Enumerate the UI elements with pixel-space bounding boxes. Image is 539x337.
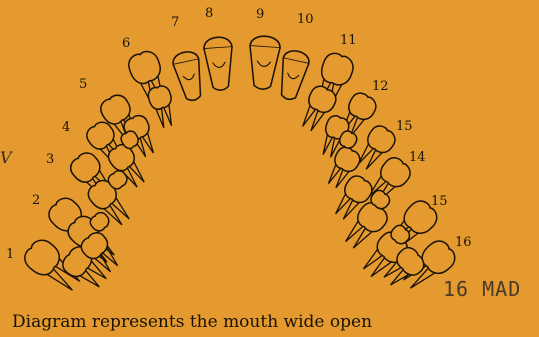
tooth-left-i6 (146, 84, 178, 129)
tooth-number-9: 9 (256, 8, 264, 21)
incisor-left-7 (171, 50, 207, 103)
tooth-crown-right-i13 (331, 144, 363, 175)
tooth-crown-right-16 (417, 236, 459, 278)
tooth-number-10: 10 (297, 13, 314, 26)
incisor-crown-left-8 (203, 36, 232, 49)
tooth-number-5: 5 (79, 78, 87, 91)
tooth-crown-left-6 (126, 48, 165, 86)
incisor-body-left-8 (204, 47, 235, 91)
tooth-number-13: 15 (396, 120, 413, 133)
incisor-crown-right-9 (250, 35, 281, 48)
incisor-body-right-10 (275, 58, 309, 102)
page-stamp: 16 MAD (443, 277, 521, 301)
margin-mark: V (0, 148, 12, 167)
incisor-body-right-9 (247, 46, 280, 90)
tooth-number-12: 12 (372, 80, 389, 93)
tooth-number-6: 6 (122, 37, 130, 50)
tooth-crown-right-12 (345, 90, 380, 124)
tooth-number-11: 11 (340, 34, 357, 47)
tooth-number-4: 4 (62, 121, 70, 134)
incisor-body-left-7 (173, 59, 207, 103)
tooth-number-15: 15 (431, 195, 448, 208)
tooth-number-2: 2 (32, 194, 40, 207)
incisor-right-9 (247, 35, 281, 90)
tooth-crown-right-i14 (341, 172, 376, 207)
teeth-group (20, 35, 460, 298)
tooth-number-14: 14 (409, 151, 426, 164)
tooth-number-1: 1 (6, 248, 14, 261)
tooth-crown-left-1 (20, 235, 65, 280)
tooth-number-3: 3 (46, 153, 54, 166)
incisor-right-10 (275, 49, 311, 102)
tooth-crown-right-13 (364, 122, 399, 157)
tooth-number-8: 8 (205, 7, 213, 20)
tooth-crown-right-11 (318, 50, 357, 88)
tooth-number-7: 7 (171, 16, 179, 29)
tooth-number-16: 16 (455, 236, 472, 249)
incisor-left-8 (203, 36, 235, 91)
tooth-crown-right-12 (305, 83, 339, 116)
diagram-caption: Diagram represents the mouth wide open (12, 312, 372, 332)
